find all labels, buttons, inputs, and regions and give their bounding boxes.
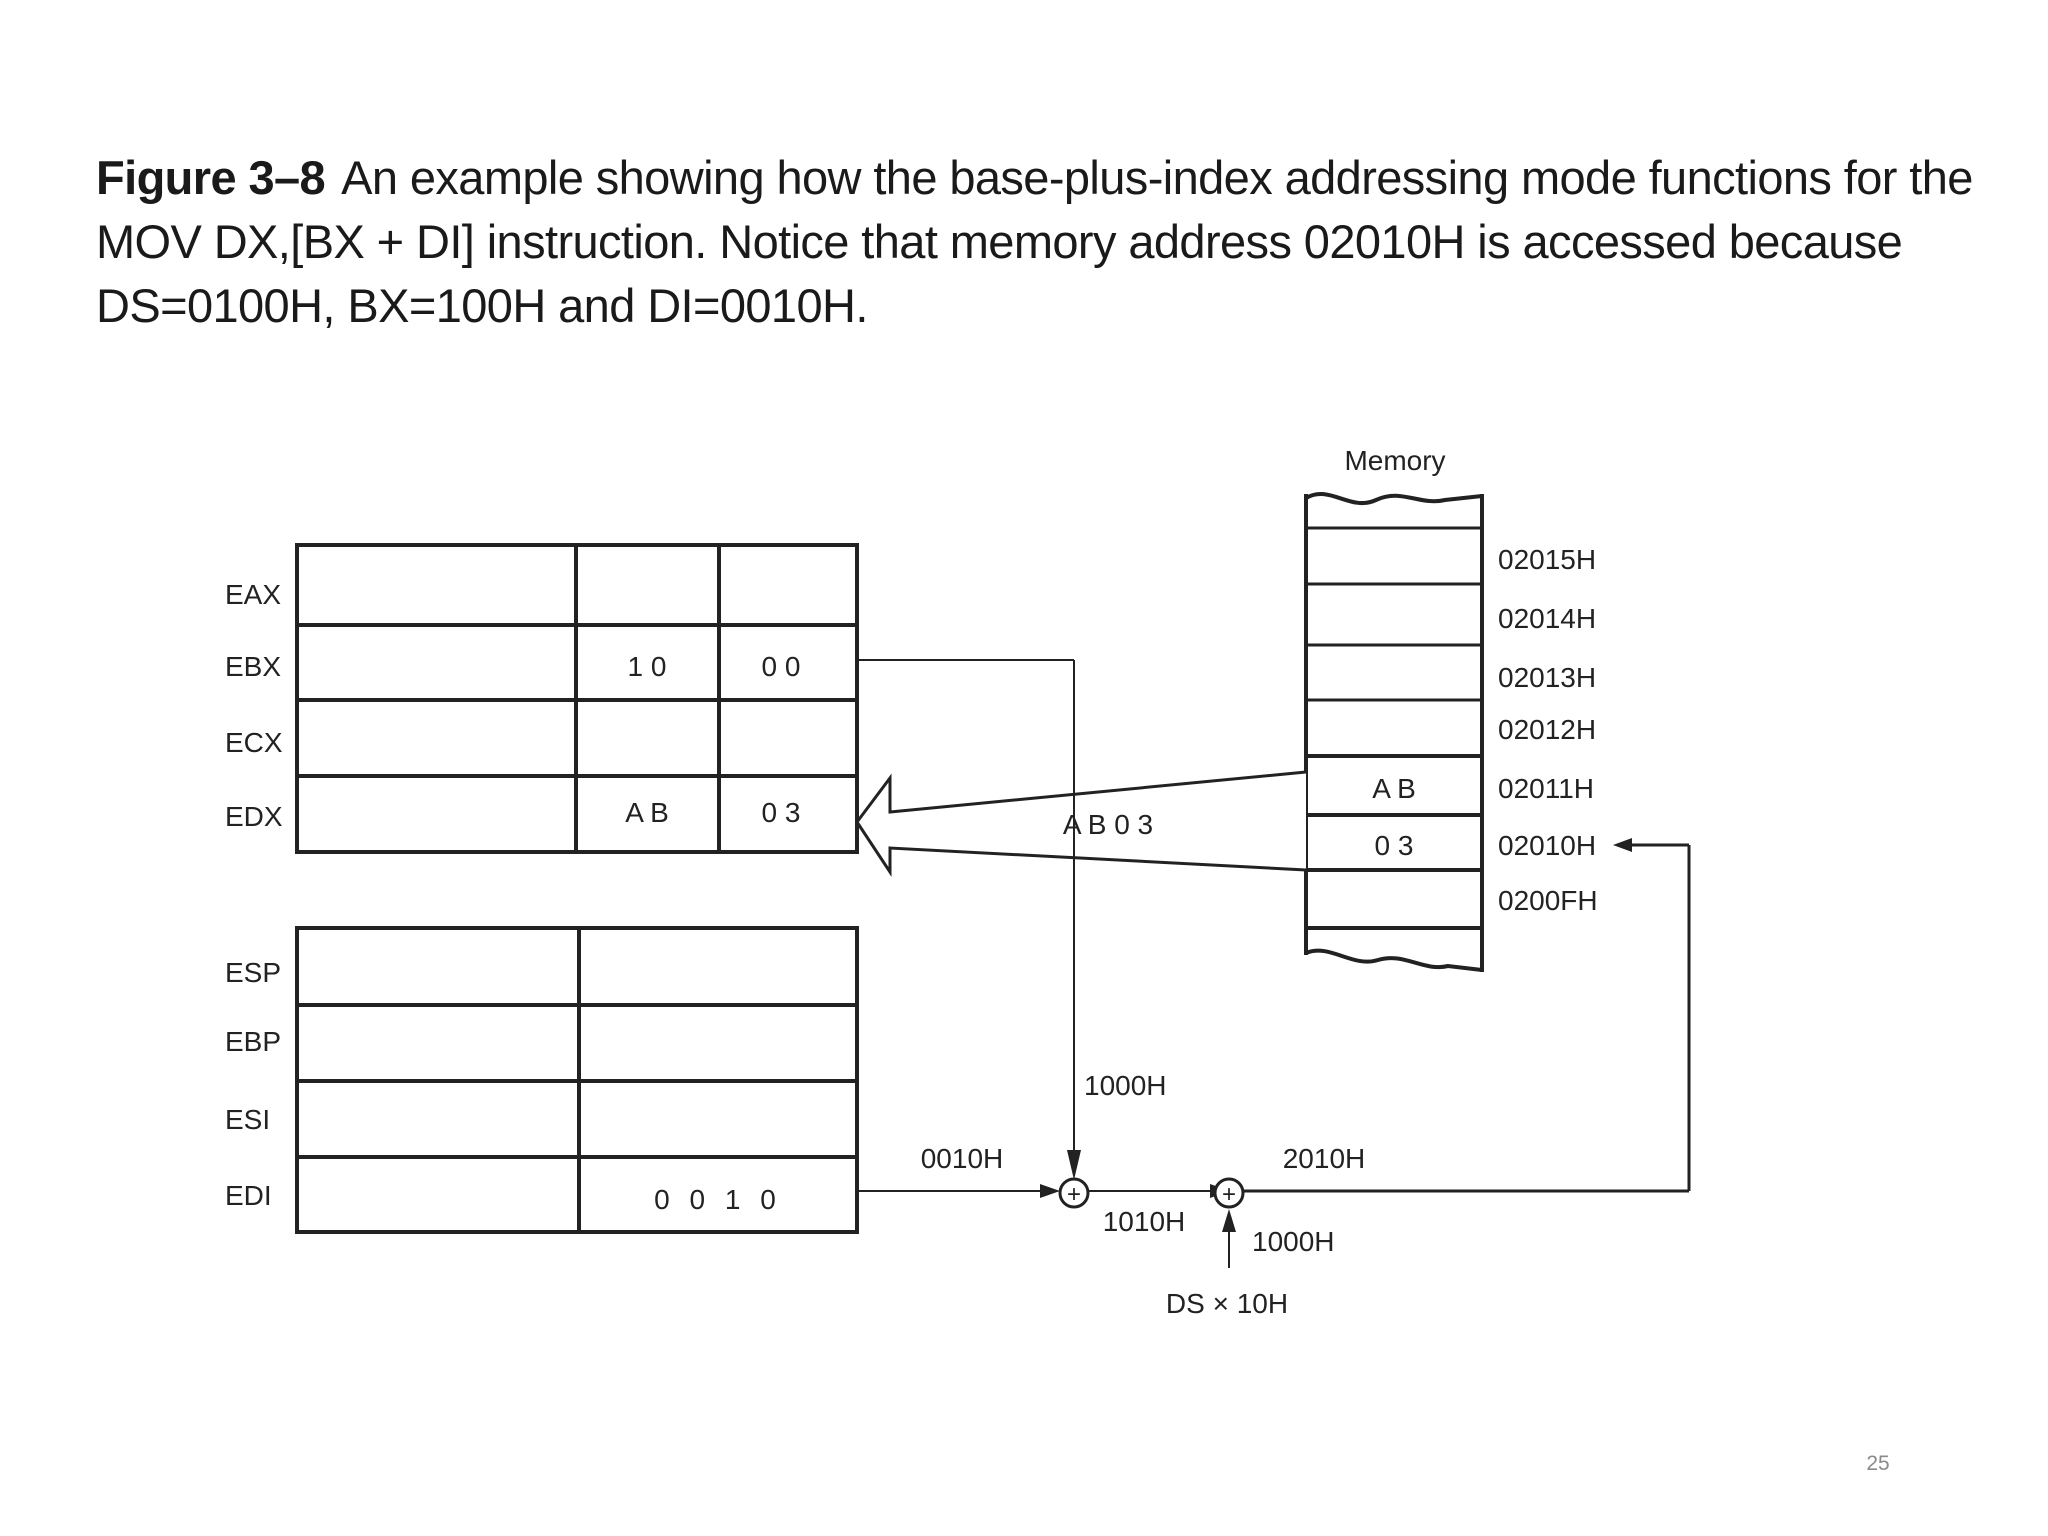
adder-1 [1058, 1177, 1090, 1209]
memory-address-02014h: 02014H [1498, 603, 1596, 634]
ebx-low-byte: 0 0 [762, 651, 801, 682]
ebx-high-byte: 1 0 [628, 651, 667, 682]
memory-cell-02010h: 0 3 [1375, 830, 1414, 861]
memory-address-02010h: 02010H [1498, 830, 1596, 861]
register-name-eax: EAX [225, 579, 281, 610]
register-name-edi: EDI [225, 1180, 272, 1211]
adder-2-symbol: + [1222, 1181, 1236, 1208]
address-calculation: 1000H 0010H + 1010H + 1000H DS × 10H 201… [857, 659, 1691, 1319]
ds-expression: DS × 10H [1166, 1288, 1288, 1319]
register-name-ebp: EBP [225, 1026, 281, 1057]
register-name-ecx: ECX [225, 727, 283, 758]
ds-term-label: 1000H [1252, 1226, 1335, 1257]
general-register-block: EAX EBX ECX EDX 1 0 0 0 A B 0 3 [225, 543, 859, 854]
register-name-esi: ESI [225, 1104, 270, 1135]
page-number: 25 [1866, 1452, 1890, 1475]
memory-address-02013h: 02013H [1498, 662, 1596, 693]
memory-title: Memory [1344, 445, 1445, 476]
register-name-ebx: EBX [225, 651, 281, 682]
memory-cell-02011h: A B [1372, 773, 1416, 804]
figure-caption-text: An example showing how the base-plus-ind… [96, 151, 1973, 332]
edx-high-byte: A B [625, 797, 669, 828]
di-term-label: 0010H [921, 1143, 1004, 1174]
index-register-block: ESP EBP ESI EDI 0 0 1 0 [225, 926, 859, 1234]
data-transfer-label: A B 0 3 [1063, 809, 1153, 840]
adder-1-symbol: + [1067, 1181, 1081, 1208]
figure-label: Figure 3–8 [96, 151, 326, 204]
adder-2 [1213, 1177, 1245, 1209]
memory-address-0200fh: 0200FH [1498, 885, 1598, 916]
register-name-esp: ESP [225, 957, 281, 988]
bx-term-label: 1000H [1084, 1070, 1167, 1101]
memory-address-02012h: 02012H [1498, 714, 1596, 745]
sum-1-label: 1010H [1103, 1206, 1186, 1237]
memory-address-02015h: 02015H [1498, 544, 1596, 575]
register-name-edx: EDX [225, 801, 283, 832]
data-transfer-arrow: A B 0 3 [855, 770, 1307, 877]
sum-2-label: 2010H [1283, 1143, 1366, 1174]
memory-block: Memory A B 0 3 02015H 02014H 02013H 0201… [1304, 445, 1598, 972]
edx-low-byte: 0 3 [762, 797, 801, 828]
edi-value: 0 0 1 0 [654, 1184, 782, 1215]
memory-address-02011h: 02011H [1498, 773, 1594, 804]
